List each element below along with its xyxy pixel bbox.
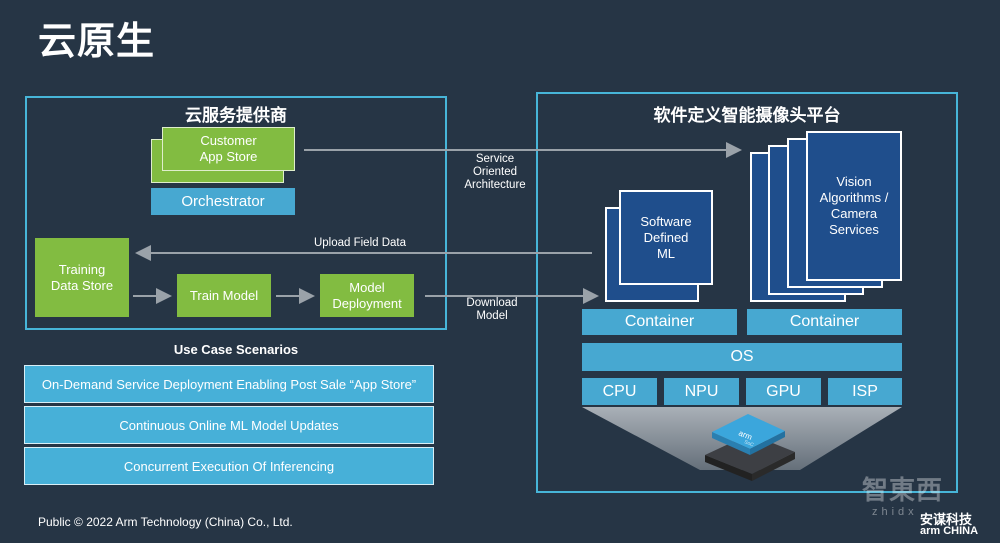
model-deployment-box: Model Deployment — [320, 274, 414, 317]
service-oriented-label: Service Oriented Architecture — [464, 153, 526, 191]
use-case-text: Continuous Online ML Model Updates — [119, 417, 339, 433]
use-case-text: Concurrent Execution Of Inferencing — [123, 458, 335, 474]
use-case-item: Continuous Online ML Model Updates — [24, 406, 434, 444]
cloud-provider-panel — [25, 96, 447, 330]
model-deployment-label: Model Deployment — [332, 279, 402, 311]
training-data-store-label: Training Data Store — [50, 261, 114, 293]
customer-app-store-label: Customer App Store — [199, 133, 258, 164]
customer-app-store-box: Customer App Store — [162, 127, 295, 171]
footer-copyright: Public © 2022 Arm Technology (China) Co.… — [38, 515, 293, 529]
slide-title: 云原生 — [38, 19, 156, 63]
train-model-label: Train Model — [189, 287, 259, 303]
use-case-item: On-Demand Service Deployment Enabling Po… — [24, 365, 434, 403]
npu-label: NPU — [684, 382, 719, 400]
gpu-label: GPU — [766, 382, 801, 400]
software-defined-ml-label: Software Defined ML — [640, 213, 692, 261]
vision-algorithms-label: Vision Algorithms / Camera Services — [819, 174, 889, 237]
upload-field-data-label: Upload Field Data — [313, 237, 407, 249]
download-model-label: Download Model — [466, 297, 518, 322]
container-right: Container — [747, 309, 902, 335]
use-case-item: Concurrent Execution Of Inferencing — [24, 447, 434, 485]
isp-label: ISP — [852, 382, 878, 400]
isp-box: ISP — [828, 378, 902, 405]
software-defined-ml-box: Software Defined ML — [619, 190, 713, 285]
zhidx-watermark-logo: 智東西 — [862, 476, 944, 506]
cpu-box: CPU — [582, 378, 657, 405]
chip-sub-text: SoC — [743, 439, 755, 448]
cpu-label: CPU — [602, 382, 637, 400]
train-model-box: Train Model — [177, 274, 271, 317]
container-left: Container — [582, 309, 737, 335]
use-case-text: On-Demand Service Deployment Enabling Po… — [41, 376, 417, 392]
vision-algorithms-box: Vision Algorithms / Camera Services — [806, 131, 902, 281]
orchestrator-box: Orchestrator — [151, 188, 295, 215]
camera-platform-title: 软件定义智能摄像头平台 — [653, 106, 841, 126]
training-data-store-box: Training Data Store — [35, 238, 129, 317]
cloud-provider-title: 云服务提供商 — [185, 106, 287, 126]
use-case-heading: Use Case Scenarios — [173, 342, 299, 357]
arm-china-cn: 安谋科技 — [920, 513, 973, 528]
container-left-label: Container — [624, 313, 695, 330]
zhidx-watermark-pinyin: zhidx — [872, 506, 918, 518]
npu-box: NPU — [664, 378, 739, 405]
container-right-label: Container — [789, 313, 860, 330]
gpu-box: GPU — [746, 378, 821, 405]
soc-chip-icon: arm SoC — [705, 414, 795, 481]
orchestrator-label: Orchestrator — [181, 193, 265, 210]
os-bar: OS — [582, 343, 902, 371]
os-label: OS — [730, 348, 754, 365]
camera-platform-panel — [536, 92, 958, 493]
arm-china-en: arm CHINA — [920, 525, 979, 537]
